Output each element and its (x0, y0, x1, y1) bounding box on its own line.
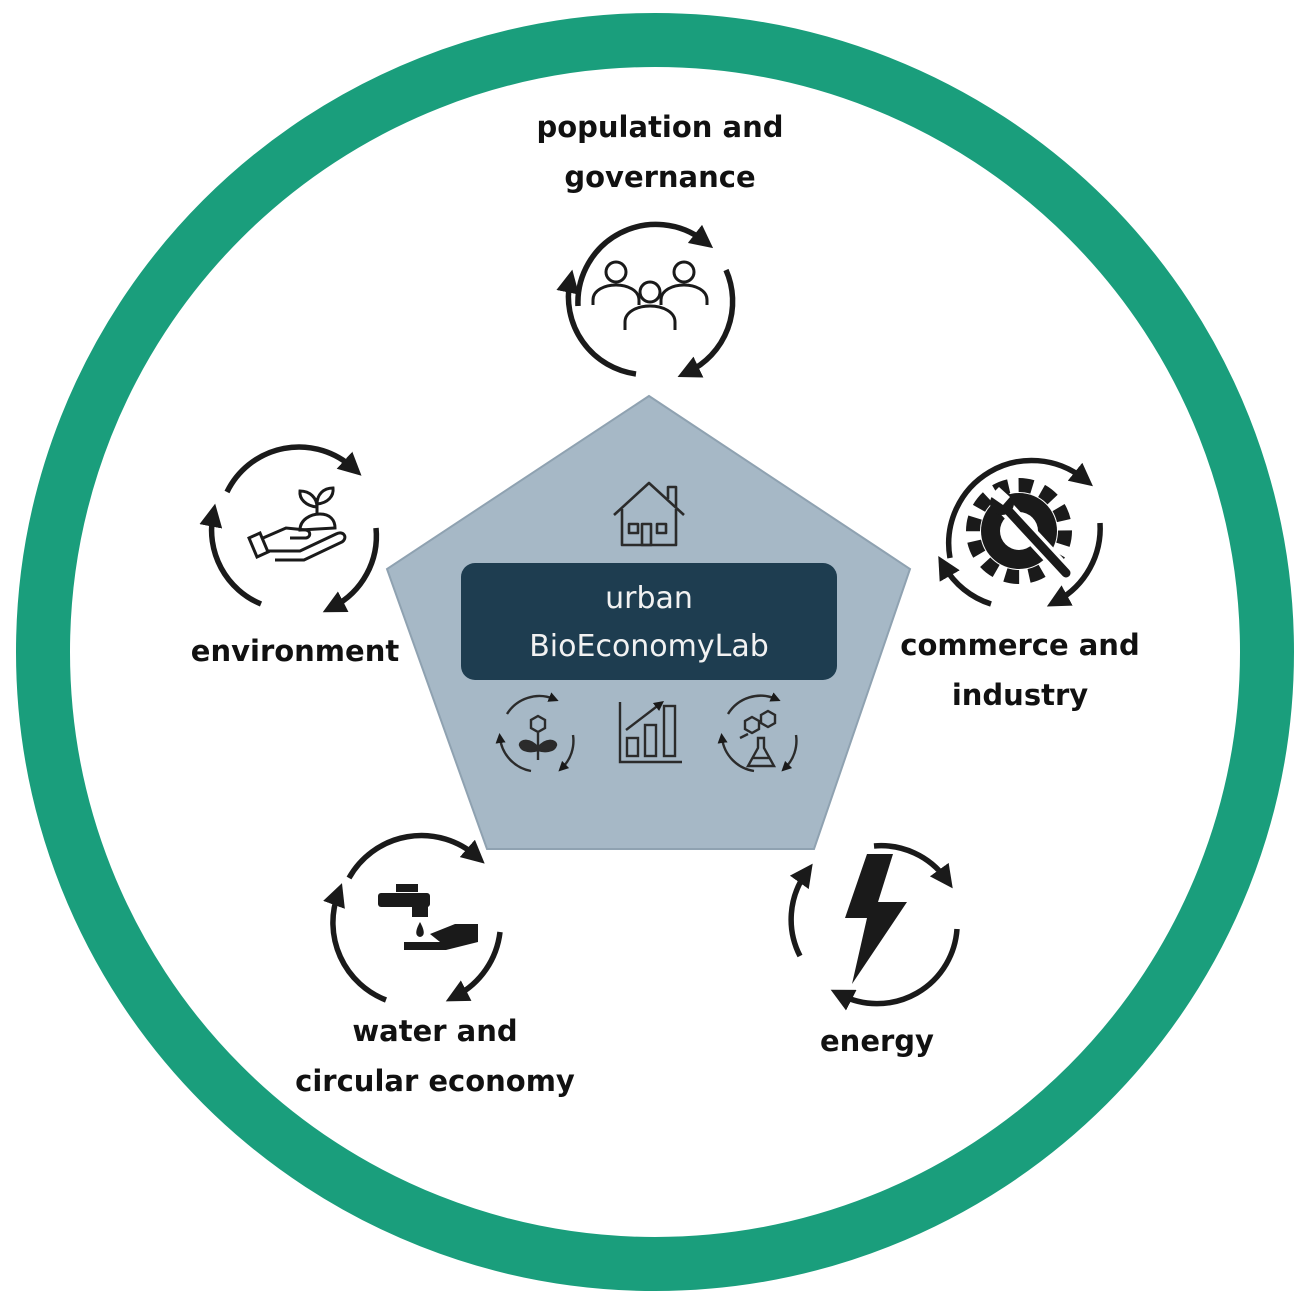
population-label-line2: governance (564, 160, 756, 194)
urban-bioeconomylab-title-box: urban BioEconomyLab (461, 563, 837, 680)
water-label-line1: water and (352, 1014, 518, 1048)
people-group-icon (556, 221, 736, 378)
growth-chart-icon (618, 700, 682, 764)
plant-in-hand-icon (199, 444, 380, 613)
environment-label: environment (190, 634, 400, 668)
label-environment: environment (180, 626, 410, 676)
outer-ring (16, 13, 1294, 1291)
commerce-label-line1: commerce and (900, 628, 1140, 662)
flower-cycle-icon (495, 692, 575, 773)
gear-wrench-icon (938, 457, 1103, 607)
house-icon (613, 481, 685, 547)
label-water-and-circular-economy: water and circular economy (270, 1006, 600, 1106)
water-tap-hand-icon (323, 832, 503, 1003)
population-label-line1: population and (536, 110, 784, 144)
label-commerce-and-industry: commerce and industry (880, 620, 1160, 720)
water-label-line2: circular economy (295, 1064, 575, 1098)
title-line-urban: urban (605, 581, 693, 616)
commerce-label-line2: industry (951, 678, 1089, 712)
label-population-and-governance: population and governance (480, 102, 840, 202)
lab-flask-cycle-icon (717, 692, 798, 773)
title-line-bioeconomylab: BioEconomyLab (529, 629, 769, 664)
lightning-bolt-icon (788, 842, 960, 1011)
energy-label: energy (820, 1024, 934, 1058)
label-energy: energy (777, 1016, 977, 1066)
